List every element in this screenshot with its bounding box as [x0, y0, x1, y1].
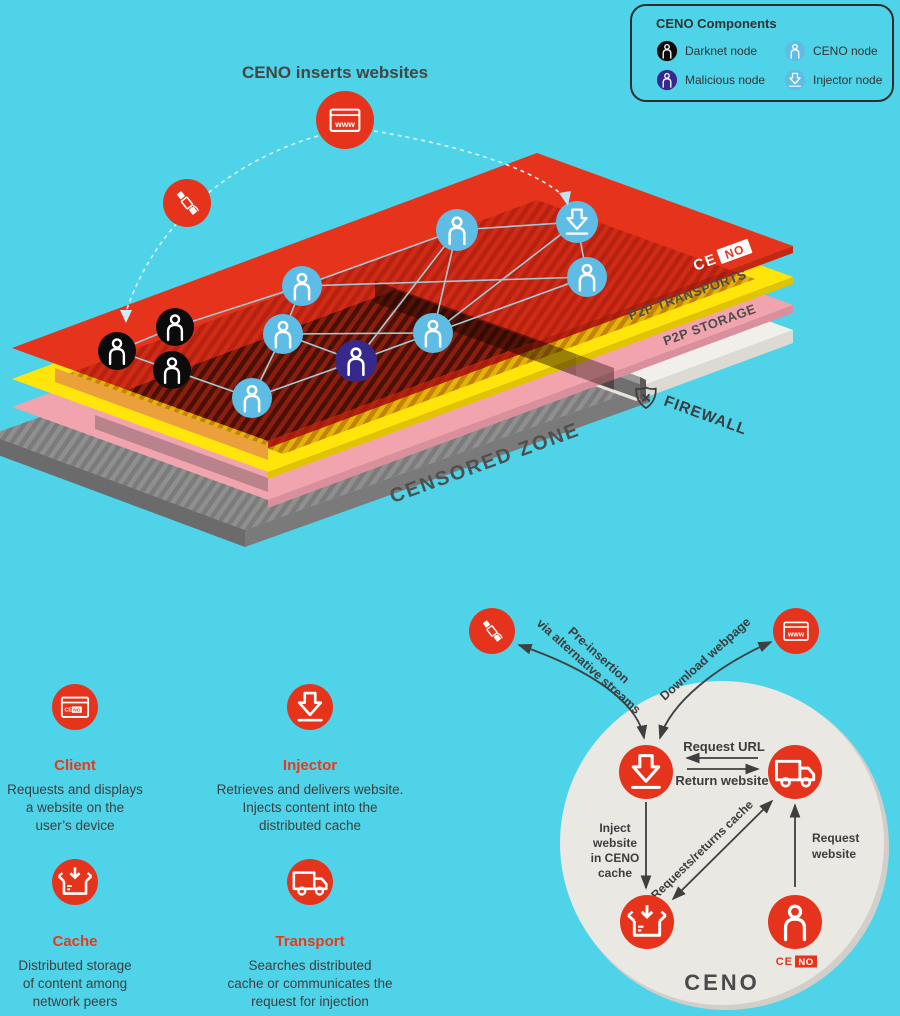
transport-truck-icon	[768, 745, 822, 799]
request-url-label: Request URL	[683, 739, 765, 754]
injector-node	[556, 201, 598, 243]
legend-item-injector: Injector node	[784, 69, 892, 91]
client-ceno-logo: CE NO	[776, 955, 817, 968]
www-icon: www	[773, 608, 819, 654]
svg-text:Request: Request	[812, 831, 859, 845]
feature-injector: Injector Retrieves and delivers website.…	[200, 744, 420, 835]
ceno-node	[232, 378, 272, 418]
svg-text:CE: CE	[65, 708, 73, 714]
injector-icon	[287, 684, 333, 730]
censored-slab-side	[0, 438, 245, 547]
malicious-node	[335, 340, 377, 382]
cache-box-icon	[620, 895, 674, 949]
legend-title: CENO Components	[656, 16, 777, 31]
insert-arrowhead-left	[120, 310, 132, 323]
ceno-cycle-diagram: www Pre-insertion via alternative stream…	[469, 608, 889, 1010]
svg-text:in CENO: in CENO	[591, 851, 640, 865]
transport-truck-icon	[287, 859, 333, 905]
inject-cache-label: Inject website in CENO cache	[591, 821, 640, 880]
pre-insertion-arrow	[517, 643, 648, 740]
return-website-label: Return website	[675, 773, 768, 788]
feature-title: Cache	[52, 933, 98, 950]
scene-title: CENO inserts websites	[242, 63, 428, 82]
darknet-node	[156, 308, 194, 346]
svg-text:Inject: Inject	[599, 821, 630, 835]
feature-title: Transport	[275, 933, 345, 950]
svg-text:website: website	[811, 847, 856, 861]
request-website-label: Request website	[811, 831, 859, 861]
cache-box-icon	[52, 859, 98, 905]
feature-cache: Cache Distributed storage of content amo…	[0, 920, 165, 1011]
requests-returns-arrow	[671, 799, 774, 901]
legend-item-malicious: Malicious node	[656, 69, 784, 91]
person-icon	[656, 69, 678, 91]
insert-arrowhead-right	[559, 191, 571, 206]
ceno-node	[282, 266, 322, 306]
ceno-node	[567, 257, 607, 297]
svg-text:CE: CE	[776, 956, 793, 968]
svg-text:NO: NO	[798, 957, 813, 968]
svg-text:NO: NO	[73, 708, 80, 714]
svg-text:via alternative streams: via alternative streams	[534, 616, 644, 717]
ceno-node	[413, 313, 453, 353]
feature-client: Client Requests and displays a website o…	[0, 744, 165, 835]
ceno-node	[436, 209, 478, 251]
svg-text:www: www	[334, 119, 355, 129]
feature-title: Injector	[282, 757, 338, 774]
network-nodes	[98, 201, 607, 418]
darknet-node	[98, 332, 136, 370]
www-icon: www	[316, 91, 374, 149]
cycle-caption: CENO	[684, 970, 760, 995]
feature-transport: Transport Searches distributed cache or …	[200, 920, 420, 1011]
ceno-logo-no: NO	[723, 242, 747, 262]
svg-text:www: www	[787, 632, 805, 639]
label-firewall: FIREWALL	[662, 393, 750, 439]
svg-text:website: website	[592, 836, 637, 850]
ceno-node	[263, 314, 303, 354]
person-icon	[656, 40, 678, 62]
darknet-node	[153, 351, 191, 389]
client-person-icon	[768, 895, 822, 949]
person-icon	[784, 40, 806, 62]
download-webpage-arrow	[658, 641, 773, 740]
pre-insertion-label: Pre-insertion via alternative streams	[534, 616, 644, 717]
legend-grid: Darknet node CENO node Malicious node In…	[656, 40, 892, 91]
legend-box: CENO Components Darknet node CENO node M…	[630, 4, 894, 102]
client-browser-icon: CE NO	[52, 684, 98, 730]
legend-item-ceno: CENO node	[784, 40, 892, 62]
svg-text:cache: cache	[598, 866, 632, 880]
download-icon	[784, 69, 806, 91]
feature-title: Client	[54, 757, 96, 774]
satellite-icon	[163, 179, 211, 227]
satellite-icon	[469, 608, 515, 654]
injector-icon	[619, 745, 673, 799]
legend-item-darknet: Darknet node	[656, 40, 784, 62]
